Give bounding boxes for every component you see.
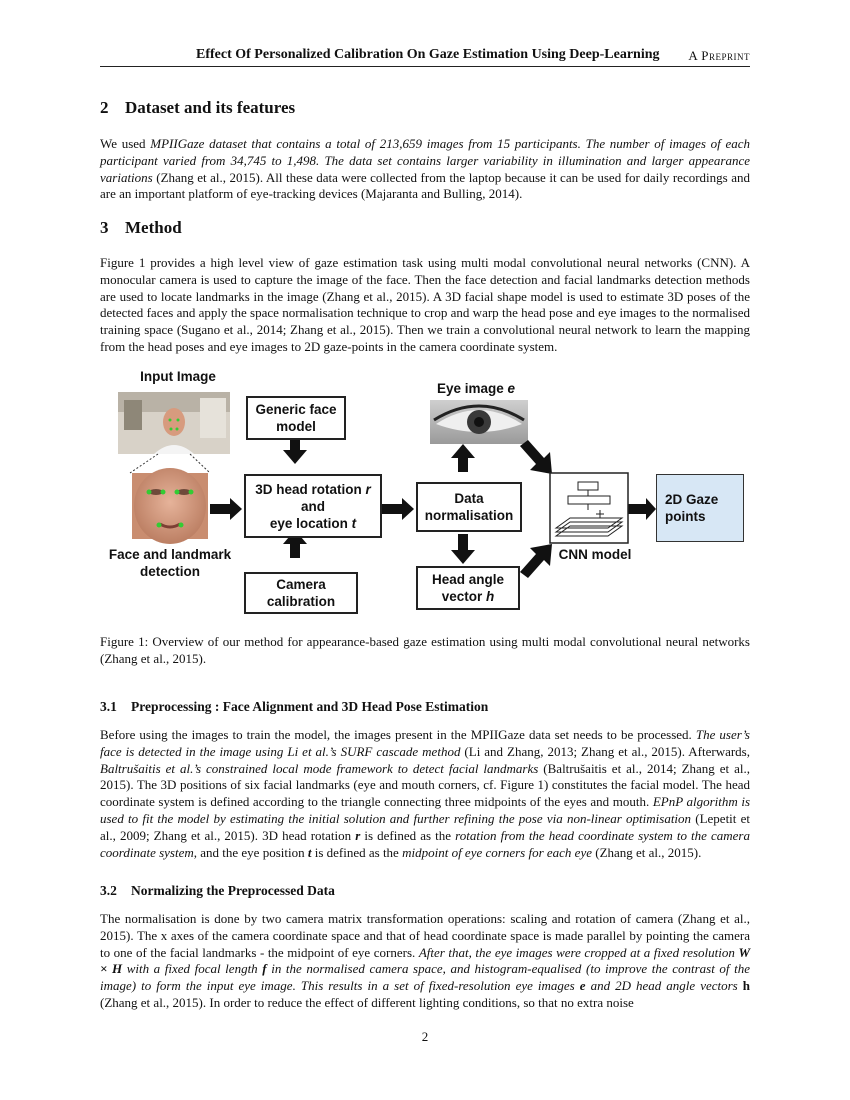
face-landmark-label: Face and landmark detection — [108, 547, 232, 579]
header-rule — [100, 66, 750, 67]
cnn-model-label: CNN model — [558, 547, 632, 562]
head-angle-vector-box: Head angle vector h — [416, 566, 520, 610]
figure-1-caption: Figure 1: Overview of our method for app… — [100, 634, 750, 666]
subsection-3-1-paragraph: Before using the images to train the mod… — [100, 727, 750, 860]
figure-arrows — [118, 392, 656, 578]
generic-face-model-box: Generic face model — [246, 396, 346, 440]
eye-image-label: Eye image e — [436, 381, 516, 396]
face-closeup-photo — [132, 468, 208, 544]
running-header-title: Effect Of Personalized Calibration On Ga… — [196, 47, 660, 62]
camera-calibration-box: Camera calibration — [244, 572, 358, 614]
eye-image-photo — [430, 400, 528, 444]
figure-1: Input Image Generic face model Eye image… — [100, 360, 760, 625]
cnn-model-diagram — [549, 472, 629, 544]
section-2-paragraph: We used MPIIGaze dataset that contains a… — [100, 136, 751, 202]
running-header-preprint: A Preprint — [688, 48, 750, 63]
section-3-paragraph: Figure 1 provides a high level view of g… — [100, 255, 750, 354]
data-normalisation-box: Data normalisation — [416, 482, 522, 532]
page-number: 2 — [421, 1029, 429, 1044]
input-image-photo — [118, 392, 230, 454]
flow-arrows — [210, 438, 656, 578]
gaze-points-box: 2D Gaze points — [656, 474, 744, 542]
input-image-label: Input Image — [140, 369, 216, 384]
subsection-3-2-paragraph: The normalisation is done by two camera … — [100, 911, 750, 1010]
